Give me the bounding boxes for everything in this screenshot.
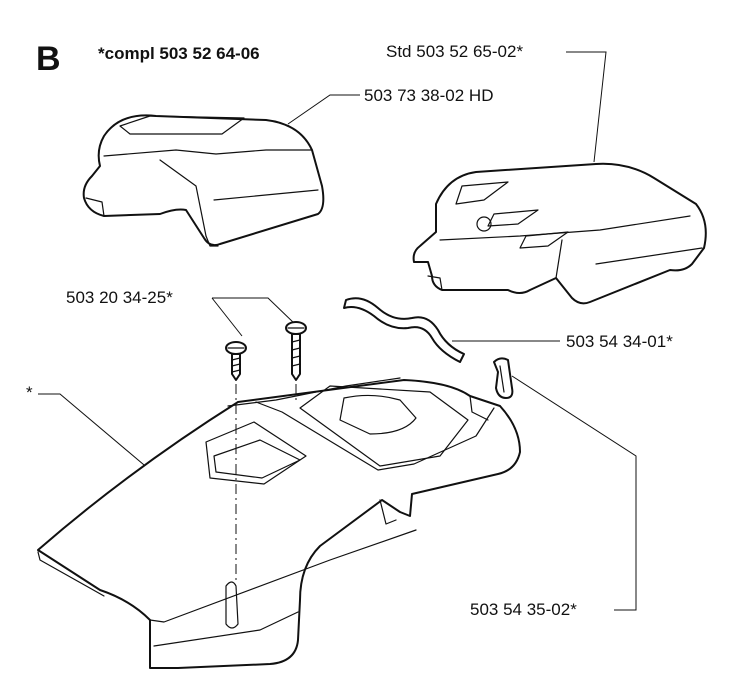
base-cover-leader bbox=[38, 393, 151, 471]
base-cover-label: * bbox=[26, 383, 33, 402]
base-cover bbox=[37, 377, 521, 669]
clip-label: 503 54 35-02* bbox=[470, 600, 577, 619]
leader-lines bbox=[38, 51, 637, 611]
screws-leader-right bbox=[212, 297, 297, 326]
std-cover-leader bbox=[566, 51, 607, 163]
retaining-clip bbox=[493, 357, 514, 399]
vent-slot-1 bbox=[455, 181, 509, 205]
screws-label: 503 20 34-25* bbox=[66, 288, 173, 307]
hd-top-cover bbox=[82, 114, 325, 247]
seal-label: 503 54 34-01* bbox=[566, 332, 673, 351]
clip-leader bbox=[511, 375, 637, 611]
complete-assembly-label: *compl 503 52 64-06 bbox=[98, 44, 260, 63]
hd-cover-leader bbox=[287, 94, 360, 125]
screw-left bbox=[225, 341, 247, 381]
screws-leader-left bbox=[211, 297, 243, 337]
seal-strip bbox=[343, 297, 465, 363]
std-top-cover bbox=[412, 162, 707, 305]
screw-right bbox=[285, 321, 307, 381]
brand-emblem-icon bbox=[476, 216, 492, 232]
hd-cover-label: 503 73 38-02 HD bbox=[364, 86, 493, 105]
vent-slot-2 bbox=[487, 209, 539, 227]
std-cover-label: Std 503 52 65-02* bbox=[386, 42, 523, 61]
section-letter: B bbox=[36, 40, 61, 78]
